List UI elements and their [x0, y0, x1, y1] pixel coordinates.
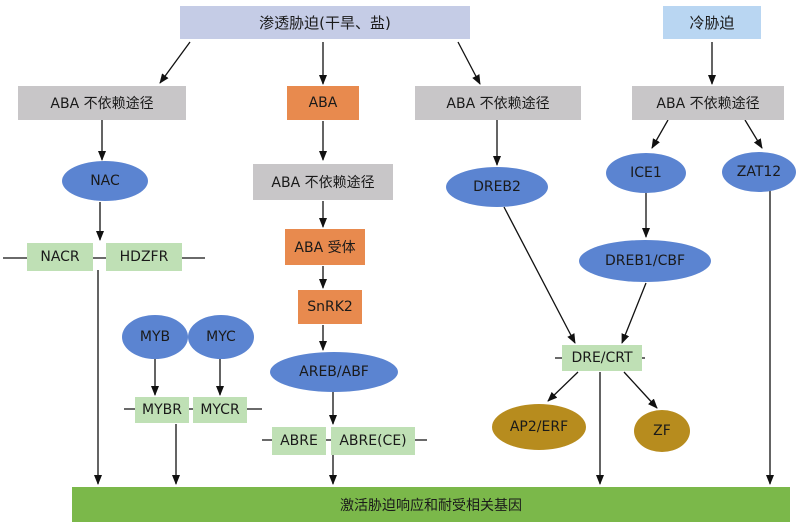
zat12-tf: ZAT12 — [722, 152, 796, 192]
cold-stress-box: 冷胁迫 — [663, 6, 761, 39]
aba-independent-pathway-cold: ABA 不依赖途径 — [632, 86, 784, 120]
arrow-dre-zf — [623, 371, 658, 409]
aba-independent-pathway-left: ABA 不依赖途径 — [18, 86, 186, 120]
arrow-dre-ap2 — [547, 371, 579, 402]
arrow-path-ice1 — [651, 119, 669, 149]
aba-box: ABA — [287, 86, 359, 120]
areb-abf-tf: AREB/ABF — [270, 352, 398, 392]
nacr-element: NACR — [27, 243, 93, 271]
zf-tf: ZF — [634, 410, 690, 452]
arrow-osm-left — [159, 41, 191, 84]
snrk2-box: SnRK2 — [298, 290, 362, 324]
dreb1-cbf-tf: DREB1/CBF — [579, 240, 711, 282]
ap2-erf-tf: AP2/ERF — [492, 404, 586, 450]
myb-tf: MYB — [122, 315, 188, 359]
dre-crt-element: DRE/CRT — [562, 345, 642, 371]
ice1-tf: ICE1 — [606, 153, 686, 193]
aba-independent-pathway-middle: ABA 不依赖途径 — [415, 86, 581, 120]
nac-tf: NAC — [62, 161, 148, 201]
arrow-osm-right — [457, 41, 481, 85]
hdzfr-element: HDZFR — [106, 243, 182, 271]
mybr-element: MYBR — [135, 397, 189, 423]
arrow-dreb2-dre — [503, 206, 576, 344]
arrow-path-zat12 — [744, 119, 763, 149]
osmotic-stress-box: 渗透胁迫(干旱、盐) — [180, 6, 470, 39]
abre-ce-element: ABRE(CE) — [331, 427, 415, 455]
myc-tf: MYC — [188, 315, 254, 359]
dreb2-tf: DREB2 — [446, 167, 548, 207]
aba-independent-pathway-aba-column: ABA 不依赖途径 — [253, 164, 393, 200]
aba-receptor-box: ABA 受体 — [285, 229, 365, 265]
mycr-element: MYCR — [193, 397, 247, 423]
arrow-dreb1-dre — [621, 282, 647, 344]
abre-element: ABRE — [272, 427, 326, 455]
result-bar: 激活胁迫响应和耐受相关基因 — [72, 487, 790, 522]
